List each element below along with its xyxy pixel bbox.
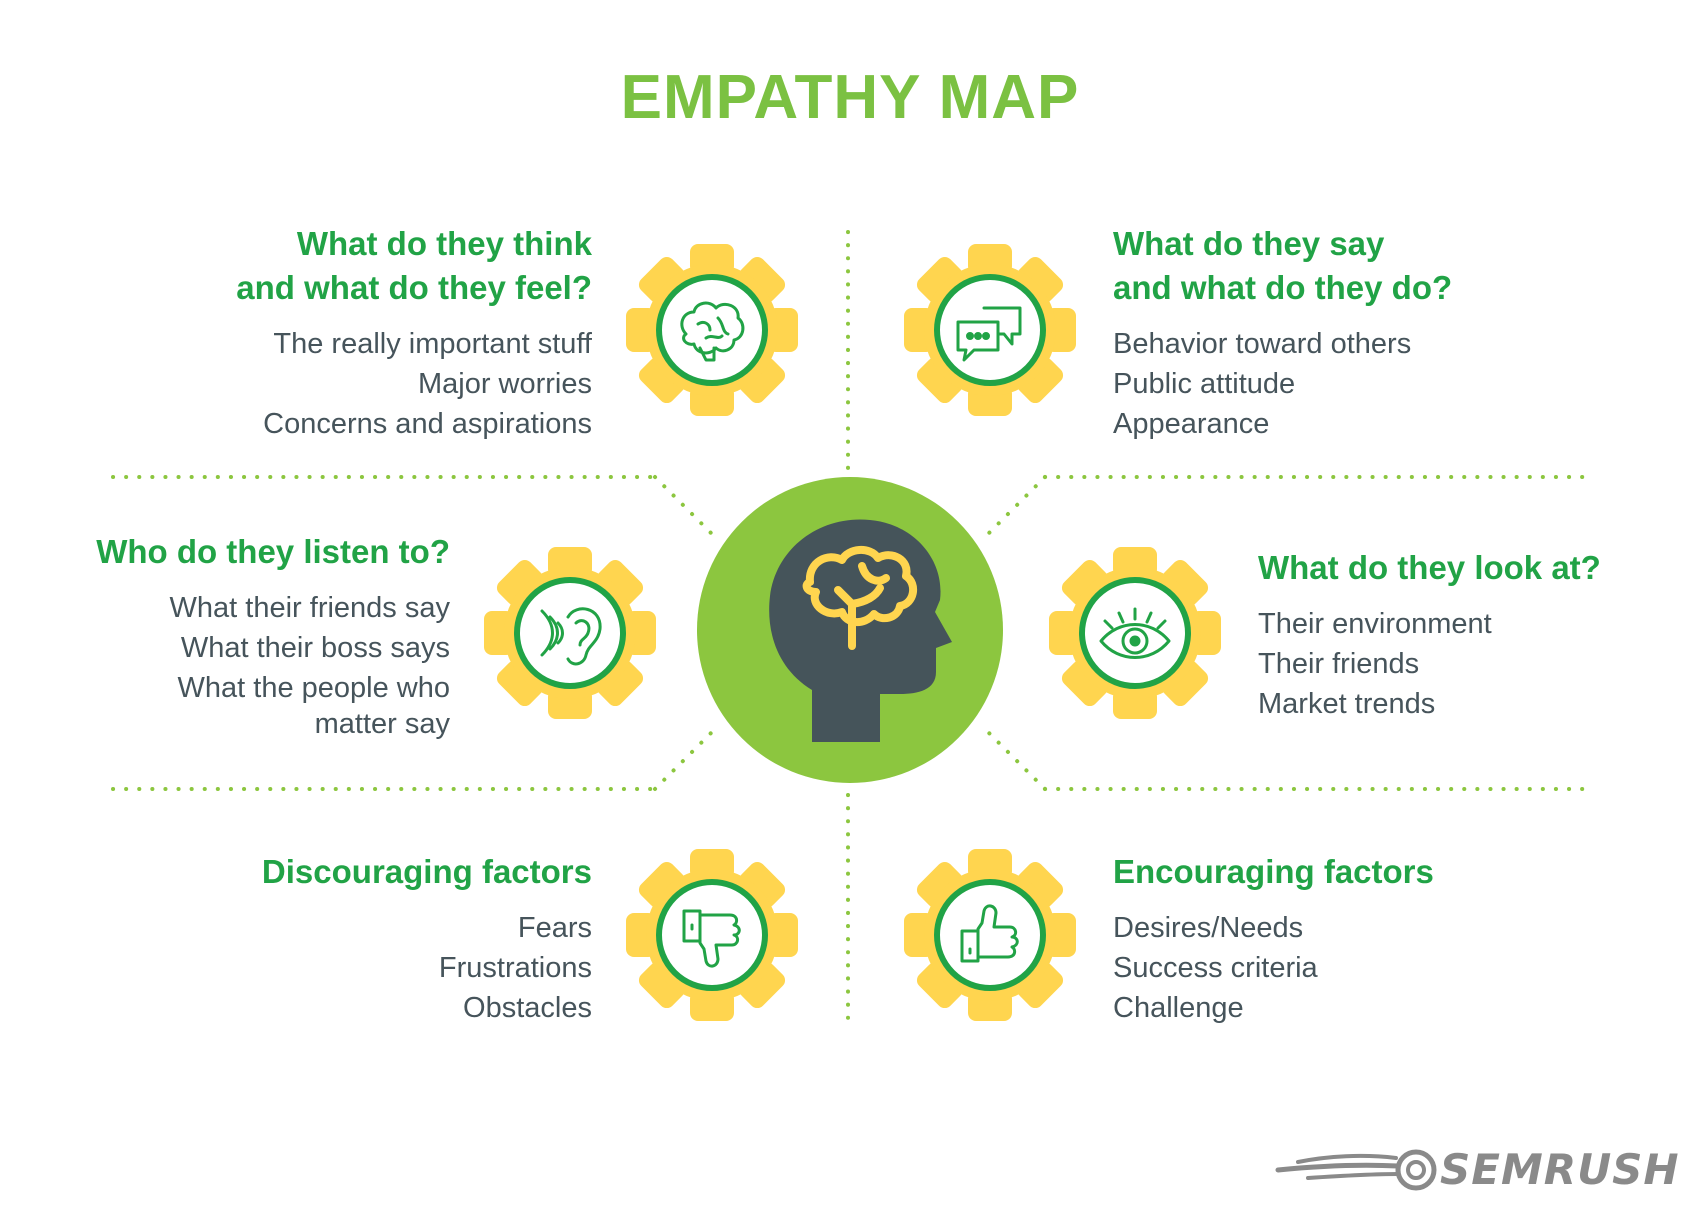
- heading-line: Who do they listen to?: [96, 533, 450, 570]
- section-discouraging: Discouraging factors Fears Frustrations …: [262, 850, 592, 1028]
- heading-line: and what do they do?: [1113, 269, 1453, 306]
- section-heading: What do they think and what do they feel…: [236, 222, 592, 310]
- section-heading: Who do they listen to?: [96, 530, 450, 574]
- heading-line: What do they say: [1113, 225, 1385, 262]
- list-item: Challenge: [1113, 992, 1244, 1024]
- list-item: Their environment: [1258, 608, 1492, 640]
- list-item: Desires/Needs: [1113, 912, 1304, 944]
- gear-encouraging: [904, 849, 1076, 1021]
- thumbs-up-icon: [960, 904, 1019, 963]
- section-heading: What do they say and what do they do?: [1113, 222, 1452, 310]
- list-item: What their boss says: [180, 632, 450, 664]
- section-items: Behavior toward others Public attitude A…: [1113, 324, 1452, 444]
- list-item: The really important stuff: [273, 328, 592, 360]
- section-heading: Encouraging factors: [1113, 850, 1434, 894]
- section-say-do: What do they say and what do they do? Be…: [1113, 222, 1452, 444]
- list-item: Fears: [517, 912, 592, 944]
- section-listen: Who do they listen to? What their friend…: [96, 530, 450, 740]
- gear-think-feel: [626, 244, 798, 416]
- brain-icon: [680, 301, 745, 362]
- speech-bubbles-icon: [956, 306, 1022, 362]
- list-item: What their friends say: [169, 592, 450, 624]
- dotted-guides: [111, 230, 1592, 1032]
- list-item: Success criteria: [1113, 952, 1318, 984]
- center-head: [697, 477, 1003, 783]
- section-think-feel: What do they think and what do they feel…: [236, 222, 592, 444]
- heading-line: What do they think: [296, 225, 592, 262]
- thumbs-down-icon: [682, 909, 741, 968]
- section-heading: Discouraging factors: [262, 850, 592, 894]
- page-title: EMPATHY MAP: [620, 63, 1080, 132]
- eye-icon: [1099, 607, 1171, 659]
- semrush-comet-icon: [1275, 1149, 1437, 1191]
- heading-line: and what do they feel?: [236, 269, 592, 306]
- heading-line: Encouraging factors: [1113, 853, 1434, 890]
- section-heading: What do they look at?: [1258, 546, 1601, 590]
- list-item: Major worries: [417, 368, 592, 400]
- head-with-brain-icon: [769, 519, 952, 742]
- list-item: Appearance: [1113, 408, 1270, 440]
- section-encouraging: Encouraging factors Desires/Needs Succes…: [1113, 850, 1434, 1028]
- list-item: What the people who: [177, 672, 450, 704]
- gear-discouraging: [626, 849, 798, 1021]
- list-item: Market trends: [1258, 688, 1436, 720]
- section-items: Fears Frustrations Obstacles: [262, 908, 592, 1028]
- list-item: Obstacles: [463, 992, 592, 1024]
- gear-look: [1049, 547, 1221, 719]
- gear-say-do: [904, 244, 1076, 416]
- heading-line: Discouraging factors: [261, 853, 592, 890]
- semrush-logo-text: SEMRUSH: [1440, 1145, 1680, 1194]
- heading-line: What do they look at?: [1258, 549, 1601, 586]
- list-item: Behavior toward others: [1113, 328, 1412, 360]
- list-item: Concerns and aspirations: [263, 408, 592, 440]
- ear-icon: [540, 607, 602, 666]
- list-item: Public attitude: [1113, 368, 1296, 400]
- section-items: The really important stuff Major worries…: [236, 324, 592, 444]
- section-look: What do they look at? Their environment …: [1258, 546, 1601, 724]
- section-items: What their friends say What their boss s…: [96, 588, 450, 740]
- list-item: matter say: [314, 708, 450, 740]
- section-items: Their environment Their friends Market t…: [1258, 604, 1601, 724]
- list-item: Frustrations: [438, 952, 592, 984]
- list-item: Their friends: [1258, 648, 1420, 680]
- gear-listen: [484, 547, 656, 719]
- section-items: Desires/Needs Success criteria Challenge: [1113, 908, 1434, 1028]
